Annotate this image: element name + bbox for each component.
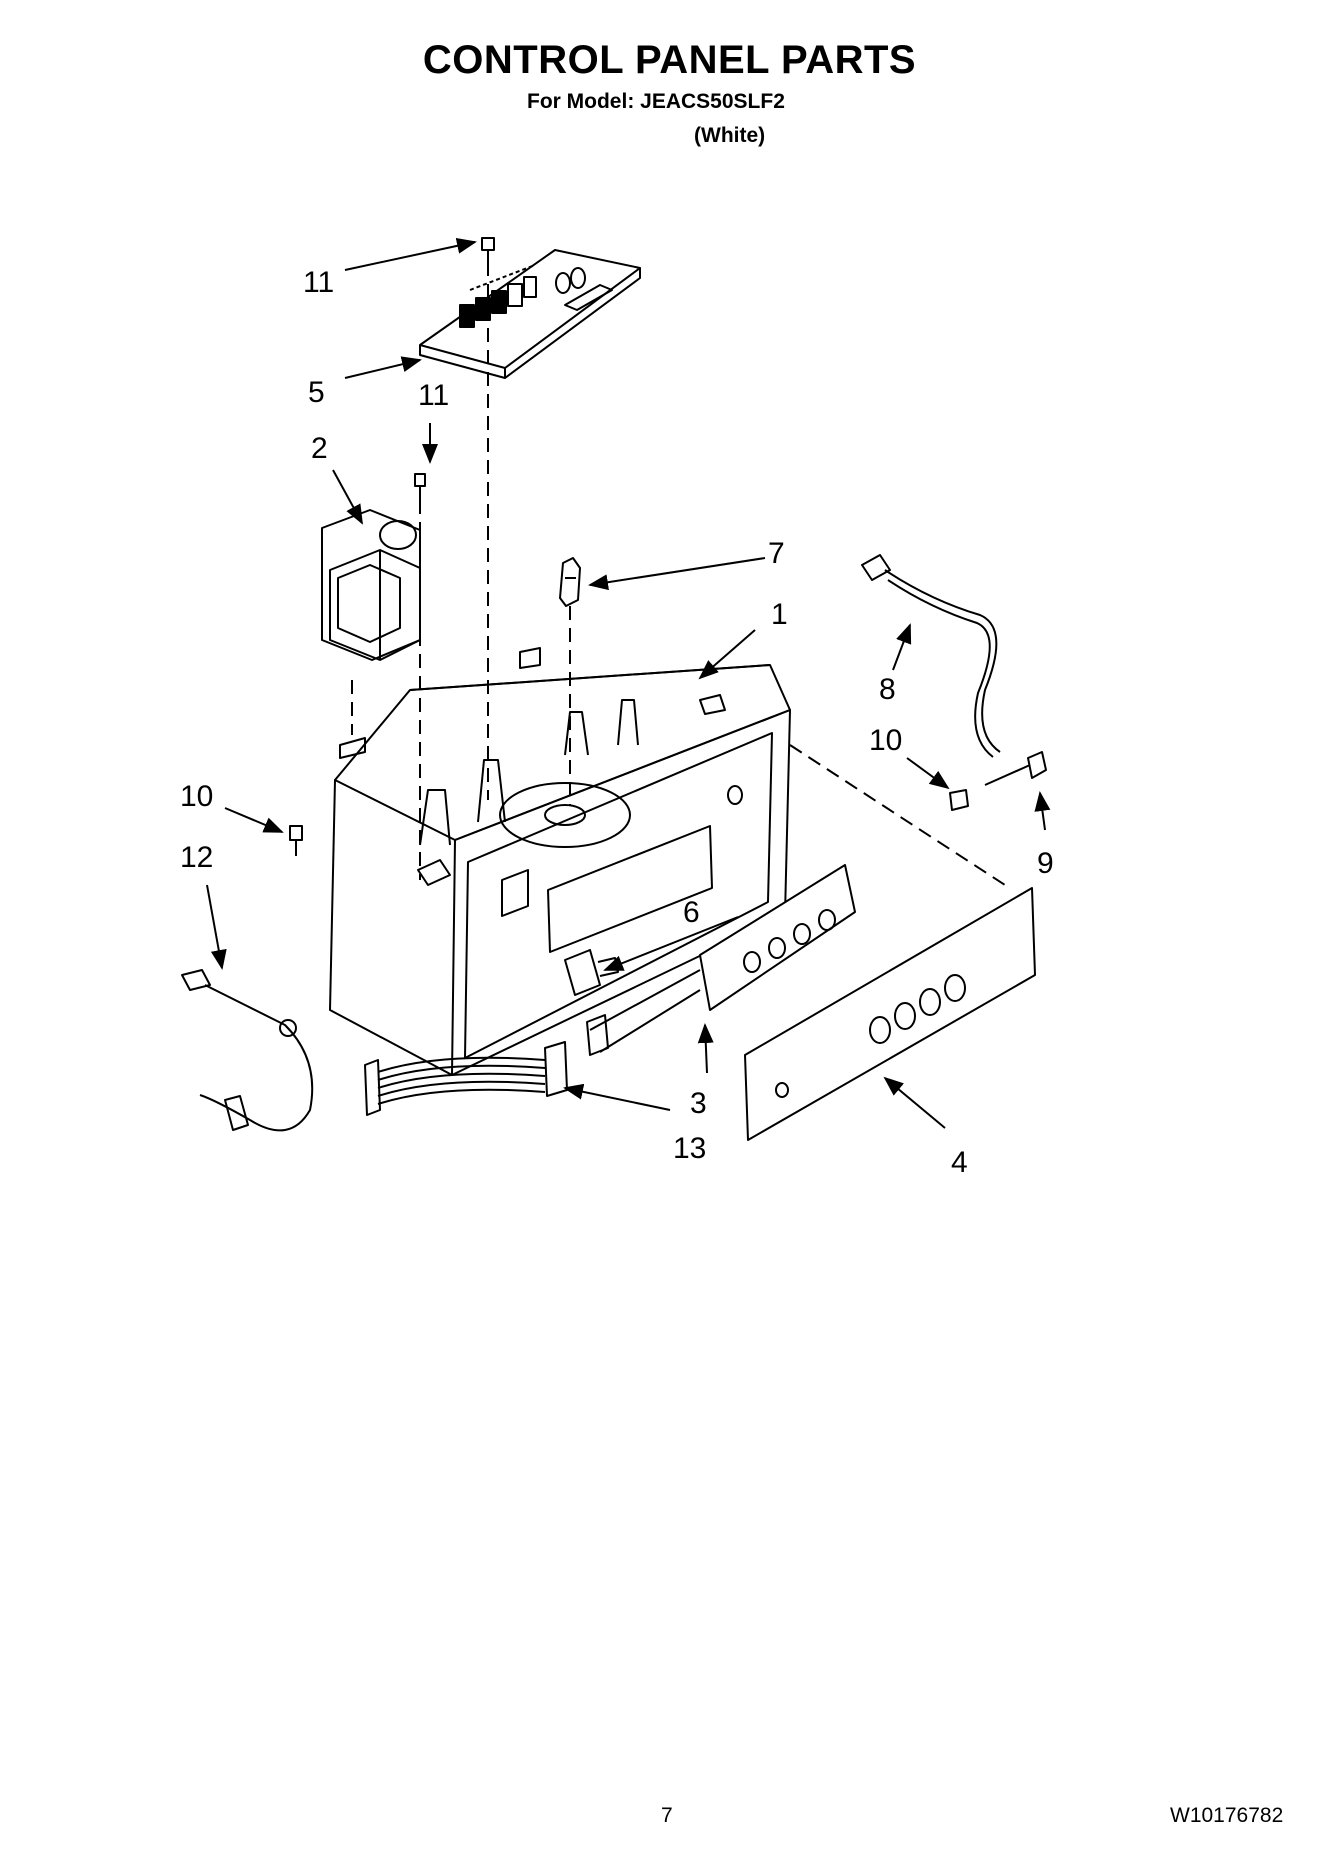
control-board-part [419,249,641,379]
callout-2: 2 [311,432,328,465]
ribbon-cable-part [364,969,701,1116]
lamp-socket-part [559,557,581,607]
callout-6: 6 [683,896,700,929]
clip-part [984,751,1047,786]
screw-part-left [289,825,303,856]
callout-3: 3 [690,1087,707,1120]
callout-10-left: 10 [180,780,213,813]
control-housing-part [329,647,791,1076]
callout-5: 5 [308,376,325,409]
page-number: 7 [661,1804,673,1827]
thermistor-wire-part [181,969,314,1132]
callout-12: 12 [180,841,213,874]
callout-11-top: 11 [303,266,334,299]
callout-7: 7 [768,537,785,570]
callout-8: 8 [879,673,896,706]
color-label: (White) [694,124,766,147]
page-title: CONTROL PANEL PARTS [422,38,917,82]
control-panel-part [699,864,856,1011]
assembly-lines [351,262,1006,886]
overlay-panel-part [744,887,1036,1141]
leader-arrows [206,237,1051,1129]
callout-9: 9 [1037,847,1054,880]
callout-4: 4 [951,1146,968,1179]
callout-10-right: 10 [869,724,902,757]
transformer-part [321,509,421,661]
model-label: For Model: JEACS50SLF2 [527,90,785,113]
screw-part-right [949,789,969,811]
switch-part [564,949,619,996]
callout-1: 1 [771,598,788,631]
wire-harness-part [861,554,1001,758]
callout-13: 13 [673,1132,706,1165]
callout-11-middle: 11 [418,379,449,412]
document-number: W10176782 [1170,1804,1284,1827]
screw-part-middle [414,473,426,500]
screw-part-top [481,237,495,262]
